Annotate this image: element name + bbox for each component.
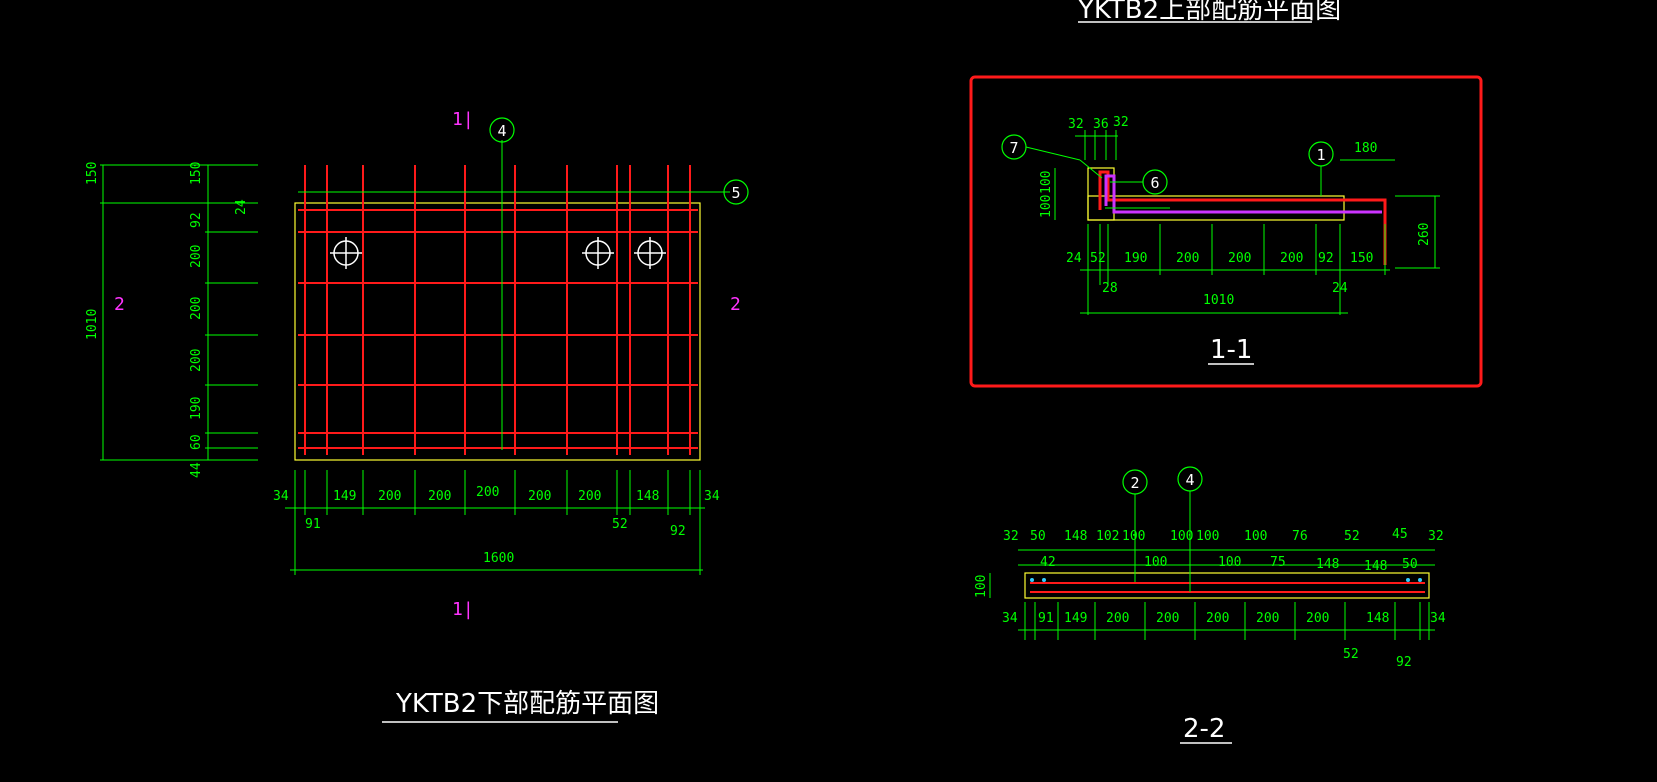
plan-horizontal-bars [298, 209, 698, 449]
plan-dim-left-inner-4: 200 [189, 297, 204, 320]
sec1-bubble-1: 1 [1316, 146, 1325, 164]
plan-cut-mark-left: 2 [114, 294, 125, 315]
plan-dim-bottom2-0: 91 [305, 517, 321, 532]
sec1-dim-bottom-4: 200 [1228, 251, 1251, 266]
section-1-highlight-box [969, 75, 1483, 388]
plan-dim-left-inner-5: 200 [189, 349, 204, 372]
plan-dim-total: 1600 [483, 551, 514, 566]
plan-dim-bottom-7: 148 [636, 489, 659, 504]
sec2-dim-bottom2-1: 92 [1396, 655, 1412, 670]
sec2-dim-bottom-4: 200 [1156, 611, 1179, 626]
sec2-dim-bottom-2: 149 [1064, 611, 1087, 626]
sec1-dim-left-0: 100 [1039, 171, 1054, 194]
sec1-dim-top-2: 32 [1113, 115, 1129, 130]
sec2-dim-left: 100 [974, 575, 989, 598]
plan-dim-bottom-6: 200 [578, 489, 601, 504]
sec1-dim-bottom-0: 24 [1066, 251, 1082, 266]
plan-dim-left-outer-2: 44 [189, 462, 204, 478]
sec2-dim-top2-6: 50 [1402, 557, 1418, 572]
sec2-dim-top2-0: 42 [1040, 555, 1056, 570]
plan-dim-bottom2-2: 92 [670, 524, 686, 539]
plan-dim-bottom-5: 200 [528, 489, 551, 504]
sec2-dim-top2-2: 100 [1218, 555, 1241, 570]
sec2-dim-top-8: 76 [1292, 529, 1308, 544]
top-title: YKTB2上部配筋平面图 [1077, 0, 1341, 25]
section-2-2: 2 4 32 50 148 102 100 100 100 100 76 52 … [974, 466, 1446, 744]
sec2-dim-bottom2-0: 52 [1343, 647, 1359, 662]
sec2-dim-top-0: 32 [1003, 529, 1019, 544]
sec2-dim-top2-1: 100 [1144, 555, 1167, 570]
plan-dim-bottom-8: 34 [704, 489, 720, 504]
sec1-dim-left-1: 100 [1039, 195, 1054, 218]
plan-dim-bottom-0: 34 [273, 489, 289, 504]
plan-cut-mark-bottom: 1| [452, 599, 474, 620]
sec1-dim-bottom-5: 200 [1280, 251, 1303, 266]
sec1-dim-bottom-7: 150 [1350, 251, 1373, 266]
plan-dim-bottom-4: 200 [476, 485, 499, 500]
sec2-dim-top-3: 102 [1096, 529, 1119, 544]
sec2-dim-top-11: 32 [1428, 529, 1444, 544]
sec1-dim-total: 1010 [1203, 293, 1234, 308]
sec2-dim-top-7: 100 [1244, 529, 1267, 544]
plan-bubble-4: 4 [497, 122, 506, 140]
sec2-bubble-4: 4 [1185, 471, 1194, 489]
sec2-dim-top-6: 100 [1196, 529, 1219, 544]
section-1-title: 1-1 [1210, 335, 1252, 365]
plan-cut-mark-top: 1| [452, 109, 474, 130]
plan-vertical-bars [304, 165, 691, 455]
sec1-dim-bottom2-0: 28 [1102, 281, 1118, 296]
sec2-bubble-2: 2 [1130, 474, 1139, 492]
sec1-bubble-6: 6 [1150, 174, 1159, 192]
sec2-dim-top2-4: 148 [1316, 557, 1339, 572]
plan-holes [330, 237, 666, 269]
sec2-dim-top-10: 45 [1392, 527, 1408, 542]
plan-view: 4 5 1| 1| 2 2 150 1010 44 150 24 92 200 … [85, 109, 749, 723]
plan-dim-left-inner-7: 60 [189, 434, 204, 450]
plan-dim-left-inner-6: 190 [189, 397, 204, 420]
sec2-dim-top-5: 100 [1170, 529, 1193, 544]
sec1-dim-top-1: 36 [1093, 117, 1109, 132]
sec2-dim-bottom-3: 200 [1106, 611, 1129, 626]
plan-dim-bottom-1: 149 [333, 489, 356, 504]
sec2-dim-top-4: 100 [1122, 529, 1145, 544]
plan-dim-bottom-3: 200 [428, 489, 451, 504]
sec2-dim-top2-3: 75 [1270, 555, 1286, 570]
plan-dim-left-inner-3: 200 [189, 245, 204, 268]
plan-cut-mark-right: 2 [730, 294, 741, 315]
plan-dim-bottom2-1: 52 [612, 517, 628, 532]
sec2-dim-bottom-6: 200 [1256, 611, 1279, 626]
sec2-dim-top2-5: 148 [1364, 559, 1387, 574]
sec2-dim-bottom-0: 34 [1002, 611, 1018, 626]
plan-dim-left-inner-0: 150 [189, 162, 204, 185]
sec2-dim-bottom-7: 200 [1306, 611, 1329, 626]
sec2-dim-bottom-5: 200 [1206, 611, 1229, 626]
plan-dim-left-inner-1: 24 [234, 199, 249, 215]
sec2-dim-top-1: 50 [1030, 529, 1046, 544]
plan-dim-bottom-2: 200 [378, 489, 401, 504]
sec1-dim-bottom-2: 190 [1124, 251, 1147, 266]
sec2-dim-bottom-9: 34 [1430, 611, 1446, 626]
plan-bubble-5: 5 [731, 184, 740, 202]
plan-slab-outline [294, 202, 701, 461]
sec1-dim-right-height: 260 [1417, 223, 1432, 246]
sec2-dim-top-2: 148 [1064, 529, 1087, 544]
sec1-bubble-7: 7 [1009, 139, 1018, 157]
sec1-dim-bottom-6: 92 [1318, 251, 1334, 266]
sec2-dim-bottom-1: 91 [1038, 611, 1054, 626]
plan-dim-left-inner-2: 92 [189, 212, 204, 228]
plan-dim-left-outer-1: 1010 [85, 309, 100, 340]
plan-dim-left-outer-0: 150 [85, 162, 100, 185]
section-1-1: 32 36 32 7 6 1 100 100 180 260 [1001, 115, 1440, 365]
section-2-title: 2-2 [1183, 714, 1225, 744]
sec1-dim-right-top: 180 [1354, 141, 1377, 156]
plan-title: YKTB2下部配筋平面图 [395, 689, 659, 719]
sec1-dim-top-0: 32 [1068, 117, 1084, 132]
sec2-dim-top-9: 52 [1344, 529, 1360, 544]
sec1-dim-bottom-1: 52 [1090, 251, 1106, 266]
sec1-dim-bottom-3: 200 [1176, 251, 1199, 266]
sec2-dim-bottom-8: 148 [1366, 611, 1389, 626]
sec1-dim-bottom2-1: 24 [1332, 281, 1348, 296]
